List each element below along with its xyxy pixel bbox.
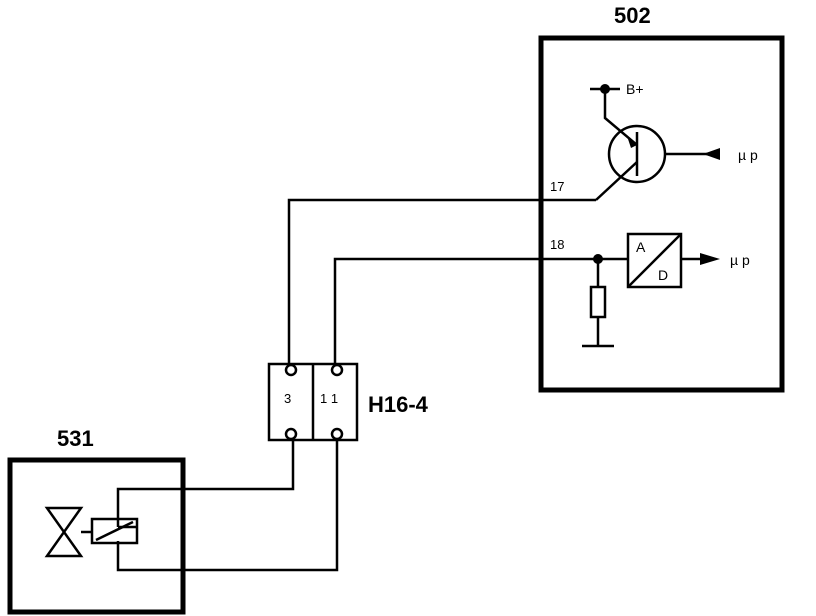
connector-label: H16-4	[368, 392, 429, 417]
connector-h16-4: 3 1 1 H16-4	[267, 362, 429, 442]
solenoid-coil-icon	[90, 517, 139, 545]
mp-in-label: µ p	[738, 147, 758, 163]
resistor-icon	[589, 285, 607, 319]
ecu-pin-17-label: 17	[550, 179, 564, 194]
adc-box	[626, 232, 683, 289]
wire-pin18-to-conn11	[333, 257, 598, 366]
supply-b-plus: B+	[590, 81, 644, 97]
adc-d-label: D	[658, 267, 668, 283]
supply-label: B+	[626, 81, 644, 97]
connector-pin-3-top	[284, 363, 298, 377]
wire-conn11-to-valve	[116, 440, 339, 572]
valve-531-box	[7, 457, 186, 615]
mp-out-arrow-icon	[700, 253, 720, 265]
wire-pin17-to-conn3	[287, 198, 596, 366]
wire-conn3-to-valve	[116, 440, 295, 527]
valve-531-label: 531	[57, 426, 94, 451]
connector-pin-11-bottom	[330, 427, 344, 441]
wires	[116, 198, 598, 572]
valve-icon	[44, 506, 84, 558]
adc-block: A D µ p	[593, 232, 750, 289]
ecu-pin-18-label: 18	[550, 237, 564, 252]
ecu-502: 502 B+ µ p 17 18 A D	[538, 3, 785, 393]
mp-in-arrow-icon	[703, 148, 720, 160]
mp-out-label: µ p	[730, 252, 750, 268]
connector-pin-11-label: 1 1	[320, 391, 338, 406]
connector-pin-3-label: 3	[284, 391, 291, 406]
connector-pin-11-top	[330, 363, 344, 377]
adc-a-label: A	[636, 239, 646, 255]
connector-pin-3-bottom	[284, 427, 298, 441]
valve-531: 531	[7, 426, 186, 615]
ecu-502-label: 502	[614, 3, 651, 28]
transistor-symbol: µ p	[595, 89, 758, 201]
ecu-502-box	[538, 35, 785, 393]
pull-down-resistor	[582, 259, 614, 348]
